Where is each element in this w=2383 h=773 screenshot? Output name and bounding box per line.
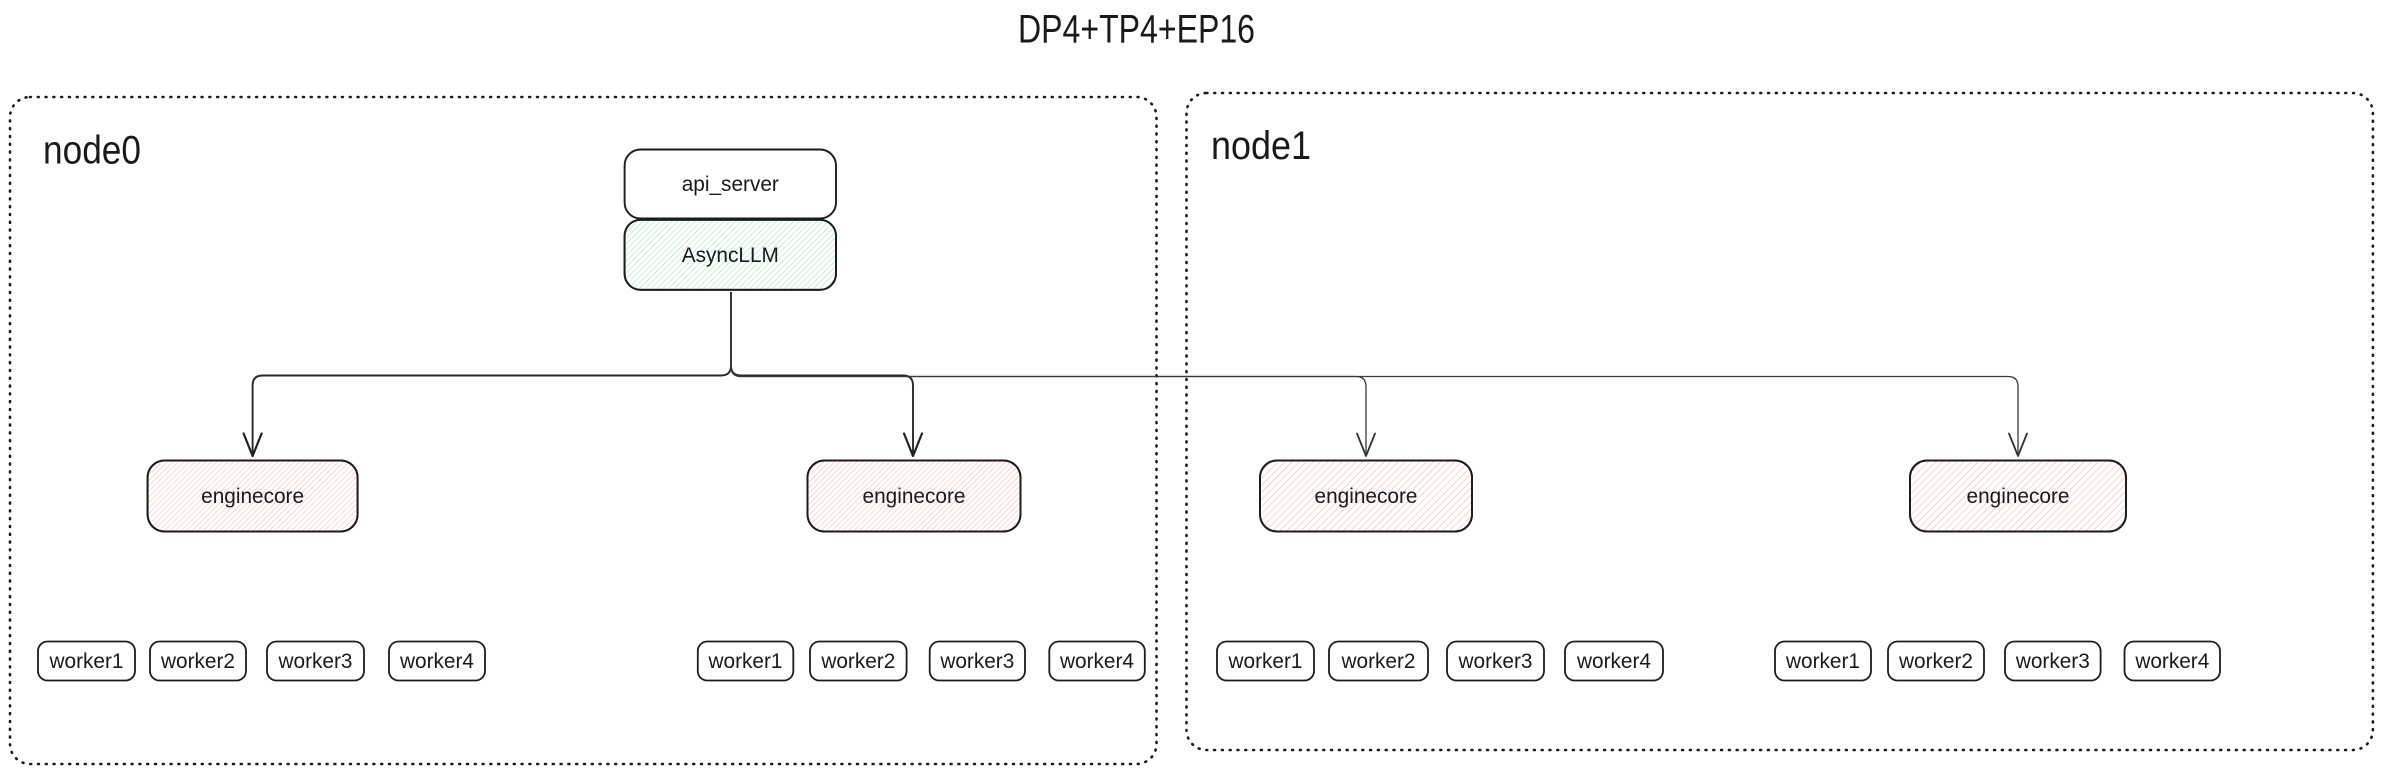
svg-text:node1: node1: [1211, 124, 1311, 168]
svg-text:worker4: worker4: [1576, 650, 1651, 673]
svg-text:worker2: worker2: [1898, 650, 1973, 673]
svg-text:enginecore: enginecore: [863, 485, 966, 508]
svg-text:worker1: worker1: [1785, 650, 1860, 673]
svg-text:worker1: worker1: [49, 650, 124, 673]
svg-text:worker4: worker4: [399, 650, 474, 673]
svg-text:worker2: worker2: [160, 650, 235, 673]
svg-text:enginecore: enginecore: [1967, 485, 2070, 508]
svg-text:worker2: worker2: [1341, 650, 1416, 673]
svg-text:worker1: worker1: [708, 650, 783, 673]
svg-text:api_server: api_server: [682, 173, 779, 196]
svg-text:worker3: worker3: [1458, 650, 1533, 673]
svg-text:DP4+TP4+EP16: DP4+TP4+EP16: [1018, 8, 1255, 52]
svg-text:worker2: worker2: [820, 650, 895, 673]
svg-text:worker4: worker4: [1059, 650, 1134, 673]
svg-text:worker4: worker4: [2134, 650, 2209, 673]
svg-text:node0: node0: [43, 129, 141, 173]
svg-text:AsyncLLM: AsyncLLM: [682, 244, 779, 267]
svg-text:worker3: worker3: [939, 650, 1014, 673]
svg-text:enginecore: enginecore: [1315, 485, 1418, 508]
svg-text:worker1: worker1: [1228, 650, 1303, 673]
svg-text:worker3: worker3: [278, 650, 353, 673]
svg-text:worker3: worker3: [2015, 650, 2090, 673]
svg-text:enginecore: enginecore: [201, 485, 304, 508]
